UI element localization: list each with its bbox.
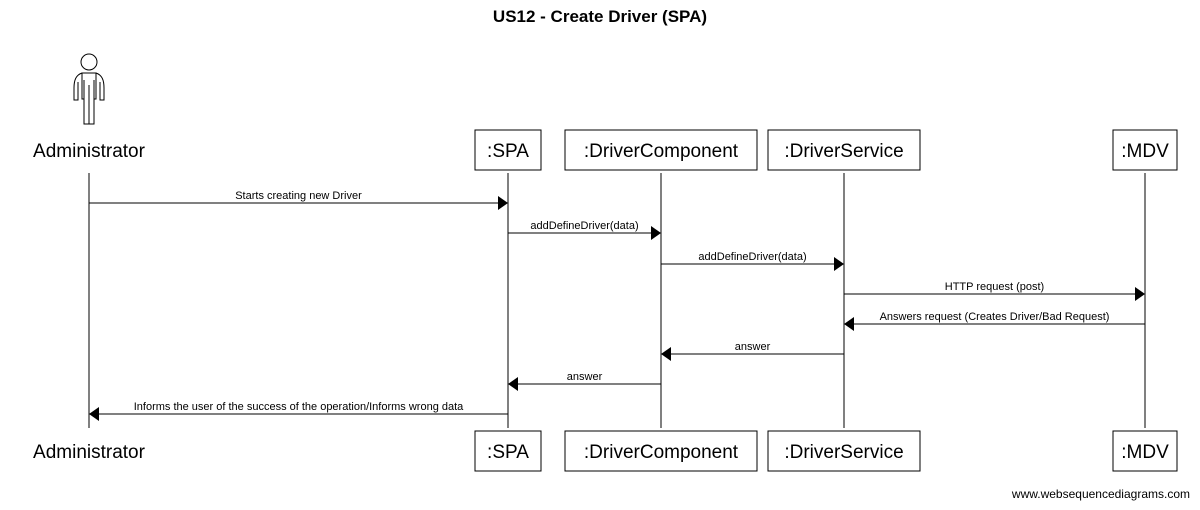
message-5: Answers request (Creates Driver/Bad Requ…: [844, 311, 1145, 331]
participant-label-mdv-top: :MDV: [1121, 141, 1169, 162]
message-7: answer: [508, 371, 661, 391]
message-1: Starts creating new Driver: [89, 190, 508, 210]
participant-box-spa-bottom: [474, 430, 542, 472]
participant-label-mdv-bottom: :MDV: [1121, 442, 1169, 463]
arrowhead-icon: [1135, 287, 1145, 301]
person-icon: [73, 53, 105, 125]
message-4: HTTP request (post): [844, 281, 1145, 301]
participant-heads-top: Administrator :SPA :DriverComponent :Driver…: [33, 129, 1178, 171]
arrowhead-icon: [508, 377, 518, 391]
message-label: Starts creating new Driver: [235, 190, 362, 202]
message-8: Informs the user of the success of the o…: [89, 401, 508, 421]
message-6: answer: [661, 341, 844, 361]
lifelines: [88, 173, 1146, 428]
actor-label-top: Administrator: [33, 141, 146, 162]
message-label: Informs the user of the success of the o…: [134, 401, 464, 413]
messages: Starts creating new Driver addDefineDrive…: [89, 190, 1145, 421]
participant-box-drivercomponent-top: [564, 129, 758, 171]
arrowhead-icon: [844, 317, 854, 331]
arrowhead-icon: [651, 226, 661, 240]
message-label: HTTP request (post): [945, 281, 1044, 293]
participant-box-driverservice-bottom: [767, 430, 921, 472]
participant-label-spa-top: :SPA: [487, 141, 529, 162]
arrowhead-icon: [661, 347, 671, 361]
arrowhead-icon: [498, 196, 508, 210]
message-label: answer: [567, 371, 603, 383]
message-label: answer: [735, 341, 771, 353]
participant-label-driverservice-top: :DriverService: [784, 141, 903, 162]
arrowhead-icon: [834, 257, 844, 271]
message-label: addDefineDriver(data): [698, 251, 806, 263]
message-label: Answers request (Creates Driver/Bad Requ…: [880, 311, 1110, 323]
participant-box-spa-top: [474, 129, 542, 171]
watermark-footer: www.websequencediagrams.com: [1011, 487, 1190, 501]
participant-box-drivercomponent-bottom: [564, 430, 758, 472]
participant-label-driverservice-bottom: :DriverService: [784, 442, 903, 463]
message-3: addDefineDriver(data): [661, 251, 844, 271]
participant-label-drivercomponent-bottom: :DriverComponent: [584, 442, 739, 463]
participant-box-mdv-bottom: [1112, 430, 1178, 472]
diagram-title: US12 - Create Driver (SPA): [493, 7, 707, 26]
message-2: addDefineDriver(data): [508, 220, 661, 240]
actor-label-bottom: Administrator: [33, 442, 146, 463]
message-label: addDefineDriver(data): [530, 220, 638, 232]
participant-box-mdv-top: [1112, 129, 1178, 171]
participant-heads-bottom: Administrator :SPA :DriverComponent :Driver…: [33, 430, 1178, 472]
participant-label-spa-bottom: :SPA: [487, 442, 529, 463]
participant-label-drivercomponent-top: :DriverComponent: [584, 141, 739, 162]
participant-box-driverservice-top: [767, 129, 921, 171]
arrowhead-icon: [89, 407, 99, 421]
